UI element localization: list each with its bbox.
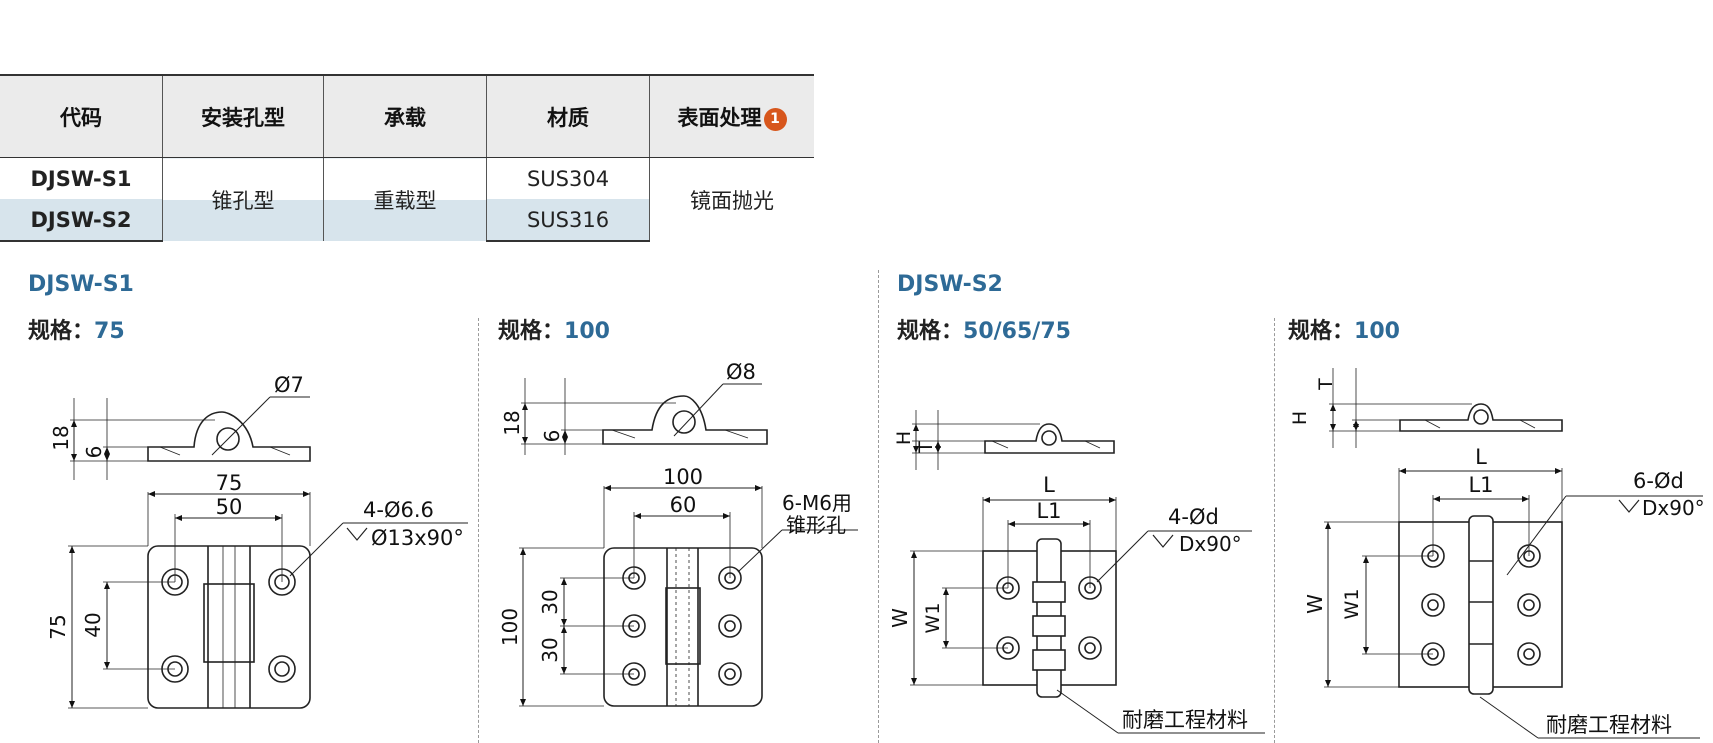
load-cell: 重载型 [323, 157, 487, 241]
drawing-4 [1324, 368, 1703, 739]
spec-value: 100 [564, 319, 610, 344]
dim-text: Ø8 [726, 360, 756, 384]
dim-text: 60 [670, 493, 697, 517]
table-row: DJSW-S1 锥孔型 重载型 SUS304 镜面抛光 [0, 157, 814, 241]
dim-text: 6-M6用 [782, 491, 852, 515]
dim-text: L [1475, 445, 1487, 469]
dim-text: W [888, 608, 912, 628]
dim-text: Ø13x90° [371, 526, 464, 550]
spec-prefix: 规格： [498, 319, 565, 344]
dim-text: L [1043, 473, 1055, 497]
section-label-s1: DJSW-S1 [28, 272, 134, 297]
drawing-2 [519, 378, 858, 707]
spec-label-1: 规格：75 [28, 313, 125, 345]
spec-label-2: 规格：100 [498, 313, 610, 345]
spec-value: 50/65/75 [963, 319, 1071, 344]
dim-text: 40 [81, 612, 105, 637]
dim-text: T [1315, 378, 1337, 391]
table-row: DJSW-S2 SUS316 [0, 199, 814, 242]
dim-text: 6 [82, 446, 106, 459]
separator [878, 270, 879, 743]
spec-value: 100 [1354, 319, 1400, 344]
header-surface-label: 表面处理 [677, 105, 762, 130]
row-material: SUS316 [486, 199, 650, 242]
spec-label-3: 规格：50/65/75 [897, 313, 1071, 345]
row-code: DJSW-S1 [0, 157, 163, 199]
row-material: SUS304 [486, 157, 650, 199]
dim-text: T [915, 441, 937, 454]
hole-type-cell: 锥孔型 [162, 157, 324, 241]
spec-prefix: 规格： [1288, 319, 1355, 344]
note-badge: 1 [763, 107, 787, 131]
spec-label-4: 规格：100 [1288, 313, 1400, 345]
dim-text: 6 [540, 430, 564, 443]
separator [478, 318, 479, 743]
dim-text: 30 [538, 637, 562, 662]
dim-text: Dx90° [1179, 532, 1242, 556]
dim-text: H [893, 431, 915, 445]
dim-text: 30 [538, 589, 562, 614]
dim-text: Ø7 [274, 373, 304, 397]
dim-text: L1 [1468, 473, 1493, 497]
header-hole-type: 安装孔型 [162, 74, 324, 158]
dim-text: 4-Ød [1168, 505, 1219, 529]
drawing-1 [68, 396, 468, 709]
section-label-s2: DJSW-S2 [897, 272, 1003, 297]
material-note: 耐磨工程材料 [1122, 708, 1248, 732]
spec-value: 75 [94, 319, 125, 344]
dim-text: H [1289, 411, 1311, 425]
dim-text: W1 [922, 603, 944, 634]
dim-text: 100 [498, 608, 522, 646]
dim-text: 75 [216, 471, 243, 495]
drawing-3 [910, 410, 1265, 734]
header-load: 承载 [323, 74, 487, 158]
dim-text: 6-Ød [1633, 469, 1684, 493]
spec-prefix: 规格： [897, 319, 964, 344]
dim-text: 锥形孔 [786, 513, 846, 537]
dim-text: 100 [663, 465, 703, 489]
separator [1274, 318, 1275, 743]
dim-text: W [1303, 594, 1327, 614]
dim-text: 4-Ø6.6 [363, 498, 434, 522]
header-code: 代码 [0, 74, 163, 158]
row-code: DJSW-S2 [0, 199, 163, 242]
dim-text: 75 [46, 614, 70, 639]
header-material: 材质 [486, 74, 650, 158]
dim-text: 18 [500, 410, 524, 435]
spec-prefix: 规格： [28, 319, 95, 344]
dim-text: W1 [1341, 589, 1363, 620]
material-note: 耐磨工程材料 [1546, 713, 1672, 737]
dim-text: 18 [49, 425, 73, 450]
surface-cell: 镜面抛光 [649, 157, 814, 241]
dim-text: 50 [216, 495, 243, 519]
dim-text: Dx90° [1642, 496, 1705, 520]
dim-text: L1 [1036, 499, 1061, 523]
